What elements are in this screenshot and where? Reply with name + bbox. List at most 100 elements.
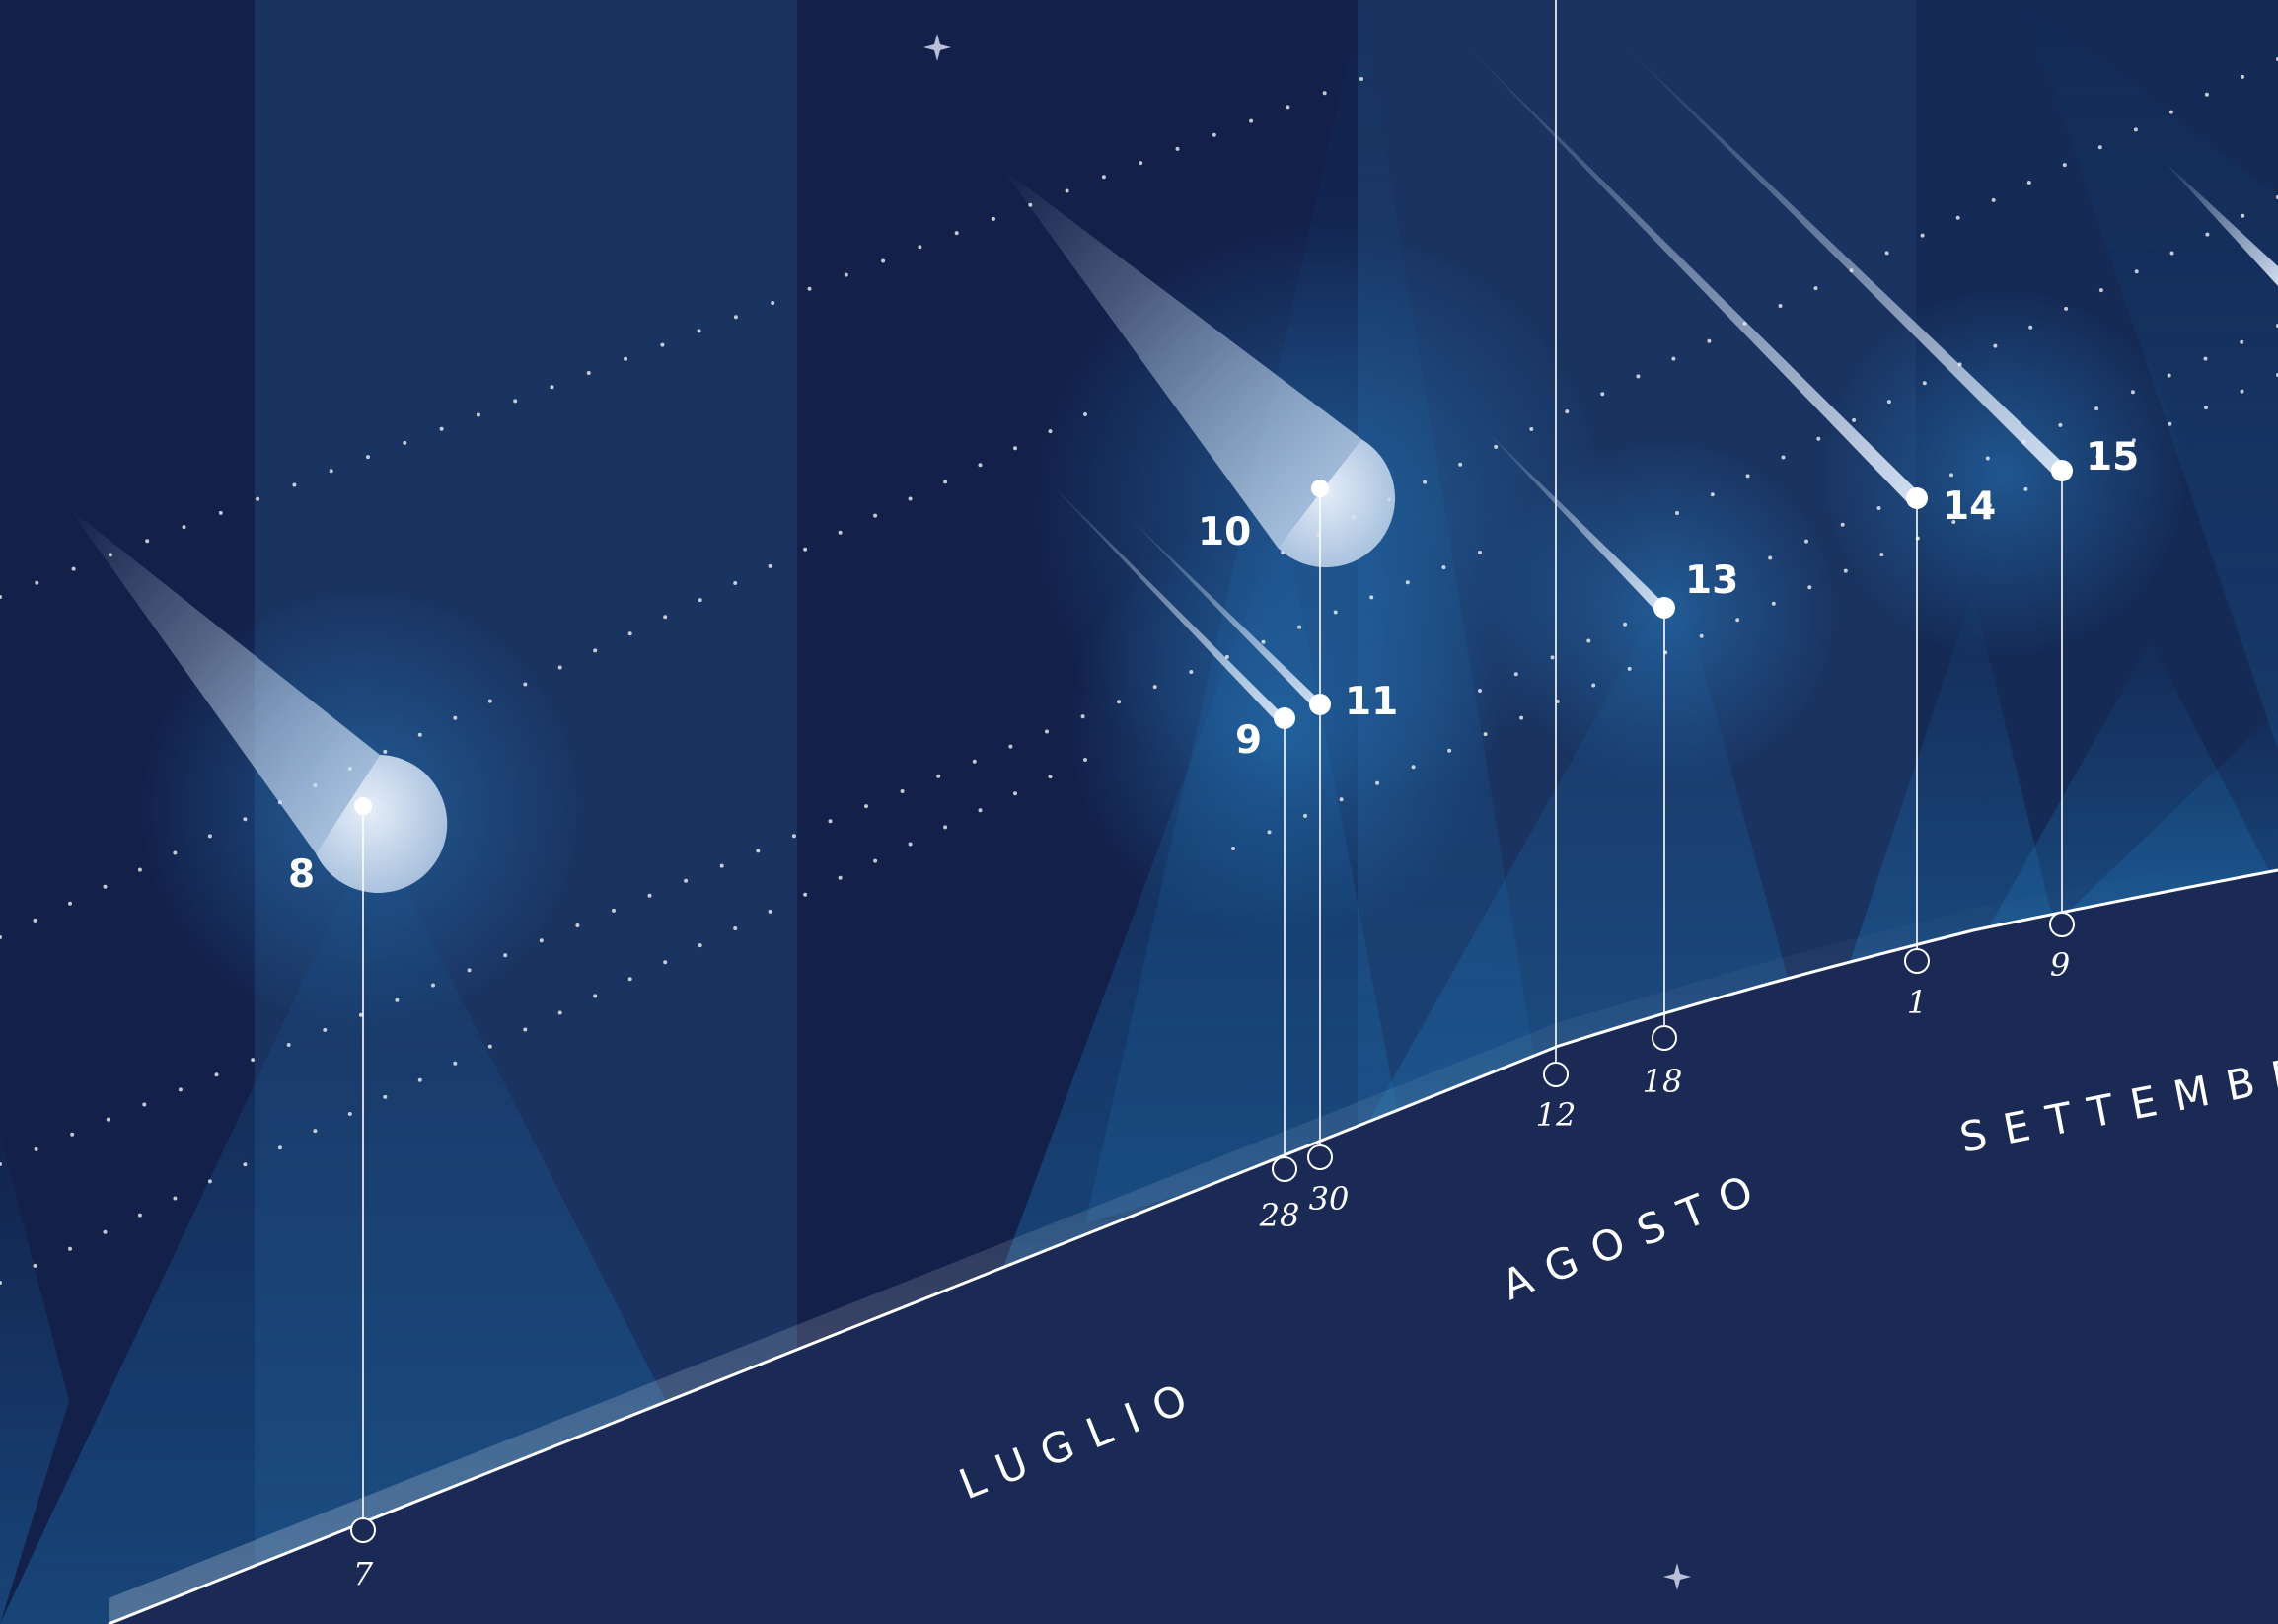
orbit-dot <box>1423 480 1428 484</box>
shower-15[interactable]: 15 9 <box>1618 39 2139 984</box>
orbit-dot <box>1519 715 1524 720</box>
orbit-dot <box>366 455 370 460</box>
orbit-dot <box>2241 213 2245 218</box>
orbit-dot <box>1303 813 1307 818</box>
orbit-dot <box>2169 251 2174 256</box>
orbit-dot <box>1139 161 1143 166</box>
orbit-dot <box>612 908 616 913</box>
horizon-line <box>108 868 2278 1624</box>
shower-number: 14 <box>1943 484 1996 529</box>
orbit-dot <box>557 665 562 670</box>
orbit-dot <box>476 412 480 417</box>
orbit-dot <box>992 216 995 221</box>
orbit-dot <box>873 513 878 518</box>
orbit-dot <box>2241 74 2244 79</box>
orbit-dot <box>2168 421 2172 426</box>
orbit-dot <box>908 496 913 501</box>
orbit-dot <box>697 329 701 333</box>
shower-11[interactable]: 11 30 <box>1125 488 1398 1218</box>
orbit-dot <box>733 926 738 930</box>
orbit-dot <box>68 1246 72 1251</box>
orbit-dot <box>733 581 738 585</box>
orbit-dot <box>1048 429 1053 434</box>
orbit-dot <box>1212 132 1216 137</box>
shower-14[interactable]: 14 1 <box>1460 39 1996 1021</box>
orbit-dot <box>539 938 544 943</box>
date-label: 12 <box>1536 1096 1577 1134</box>
orbit-dot <box>1879 553 1884 557</box>
orbit-dot <box>1876 506 1881 510</box>
orbit-dot <box>142 1102 147 1107</box>
orbit-dot <box>1405 580 1410 585</box>
orbit-dot <box>1807 585 1812 590</box>
date-label: 30 <box>1309 1180 1350 1218</box>
orbit-dot <box>978 808 983 813</box>
showers: 8 7 9 28 10 11 30 <box>69 0 2278 1592</box>
orbit-dot <box>1884 251 1889 256</box>
orbit-dot <box>1591 683 1596 688</box>
orbit-dot <box>2062 163 2067 168</box>
orbit-dot <box>277 1145 282 1150</box>
orbit-dot <box>1224 654 1229 659</box>
orbit-dot <box>593 648 598 653</box>
orbit-dot <box>2064 306 2069 311</box>
orbit-dot <box>178 1087 183 1092</box>
orbit-dot <box>103 1229 108 1234</box>
shower-13[interactable]: 13 18 <box>1480 424 1738 1100</box>
orbit-dot <box>627 977 632 982</box>
orbit-dot <box>2240 389 2244 394</box>
orbit-dot <box>453 715 458 720</box>
orbit-dot <box>243 1162 248 1167</box>
orbit-dot <box>771 301 775 305</box>
orbit-dot <box>2095 454 2100 459</box>
shower-12[interactable]: 12 <box>1536 0 1577 1134</box>
orbit-dot <box>1297 625 1302 629</box>
orbit-dot <box>2026 181 2031 185</box>
orbit-dot <box>1267 830 1272 835</box>
orbit-dot <box>383 1094 388 1099</box>
orbit-dot <box>1816 436 1821 441</box>
orbit-dot <box>1813 286 1818 291</box>
orbit-dot <box>1745 474 1750 479</box>
meteor-icon <box>1041 474 1283 726</box>
orbit-dot <box>467 968 472 973</box>
orbit-dot <box>698 598 702 603</box>
orbit-dot <box>918 245 922 250</box>
orbit-dot <box>1411 765 1416 770</box>
orbit-dot <box>1483 732 1488 737</box>
meteor-icon <box>1001 168 1361 548</box>
orbit-dot <box>243 817 248 822</box>
shower-10[interactable]: 10 <box>1001 168 1396 568</box>
orbit-dot <box>1189 670 1194 674</box>
orbit-dot <box>1675 511 1679 515</box>
orbit-dot <box>1771 601 1776 606</box>
sparkle-stars <box>923 34 1691 1590</box>
date-label: 7 <box>353 1555 374 1592</box>
orbit-dot <box>2023 486 2028 491</box>
orbit-dot <box>2204 92 2209 97</box>
orbit-dot <box>1458 462 1463 467</box>
orbit-dot <box>383 749 388 754</box>
orbit-dot <box>1101 175 1106 180</box>
orbit-dot <box>1339 797 1344 802</box>
orbit-dot <box>1286 105 1290 110</box>
orbit-dot <box>1804 539 1808 544</box>
meteor-icon <box>1618 39 2062 478</box>
shower-number: 13 <box>1685 558 1738 603</box>
orbit-dot <box>2203 356 2208 361</box>
orbit-dot <box>218 510 223 515</box>
orbit-dot <box>1375 780 1380 785</box>
orbit-dot <box>575 923 580 927</box>
orbit-dot <box>900 789 905 793</box>
orbit-dot <box>1985 456 1990 461</box>
orbit-dot <box>550 385 554 390</box>
shower-8[interactable]: 8 7 <box>69 508 448 1592</box>
shower-9[interactable]: 9 28 <box>1041 474 1299 1234</box>
orbit-dot <box>103 884 108 889</box>
orbit-dot <box>214 1072 219 1077</box>
orbit-dot <box>1586 638 1591 643</box>
orbit-dot <box>431 983 435 988</box>
orbit-dot <box>1231 847 1235 850</box>
orbit-dot <box>347 1112 352 1116</box>
orbit-dot <box>1261 639 1266 644</box>
